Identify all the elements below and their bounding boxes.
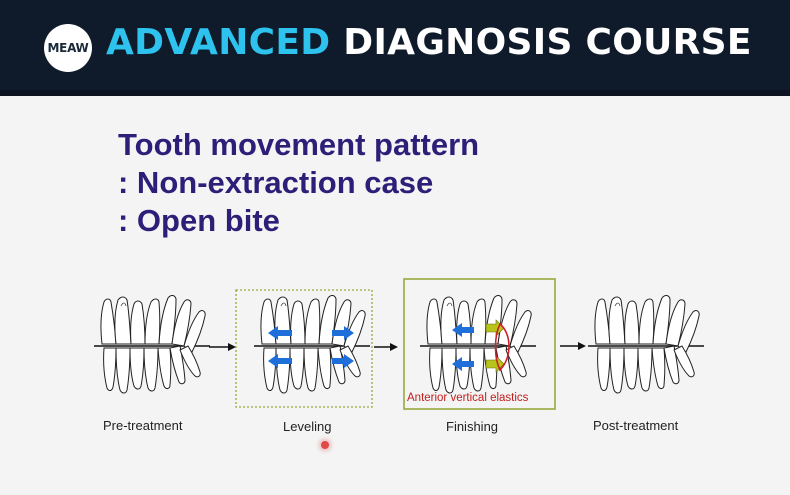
stage-label-finishing: Finishing bbox=[446, 419, 499, 434]
pre-treatment-teeth bbox=[93, 294, 211, 394]
finishing-movement-arrows bbox=[452, 323, 474, 371]
stage-arrow-2 bbox=[374, 343, 398, 351]
stage-arrow-3 bbox=[560, 342, 586, 350]
finishing-frame bbox=[403, 278, 556, 410]
course-title-accent: ADVANCED bbox=[106, 22, 331, 63]
leveling-movement-arrows bbox=[268, 326, 354, 368]
stage-label-leveling: Leveling bbox=[283, 419, 332, 434]
heading-line-1: Tooth movement pattern bbox=[118, 127, 480, 162]
slide-heading: Tooth movement pattern : Non-extraction … bbox=[118, 126, 479, 240]
laser-pointer-dot bbox=[321, 441, 329, 449]
meaw-logo: MEAW bbox=[44, 24, 92, 72]
finishing-teeth bbox=[419, 294, 537, 394]
course-title-rest: DIAGNOSIS COURSE bbox=[343, 22, 752, 63]
heading-line-2: : Non-extraction case bbox=[118, 165, 434, 200]
course-banner: MEAW ADVANCED DIAGNOSIS COURSE bbox=[0, 0, 790, 90]
elastics-annotation: Anterior vertical elastics bbox=[407, 392, 529, 404]
banner-divider bbox=[0, 90, 790, 96]
course-title: ADVANCED DIAGNOSIS COURSE bbox=[106, 22, 752, 63]
slide-canvas bbox=[0, 96, 790, 495]
leveling-frame bbox=[235, 289, 373, 408]
post-treatment-teeth bbox=[587, 294, 705, 394]
elastic-band bbox=[494, 322, 510, 372]
leveling-teeth bbox=[253, 294, 371, 394]
heading-line-3: : Open bite bbox=[118, 203, 280, 238]
stage-label-post-treatment: Post-treatment bbox=[593, 418, 679, 433]
stage-label-pre-treatment: Pre-treatment bbox=[103, 418, 183, 433]
stage-arrow-1 bbox=[209, 343, 236, 351]
